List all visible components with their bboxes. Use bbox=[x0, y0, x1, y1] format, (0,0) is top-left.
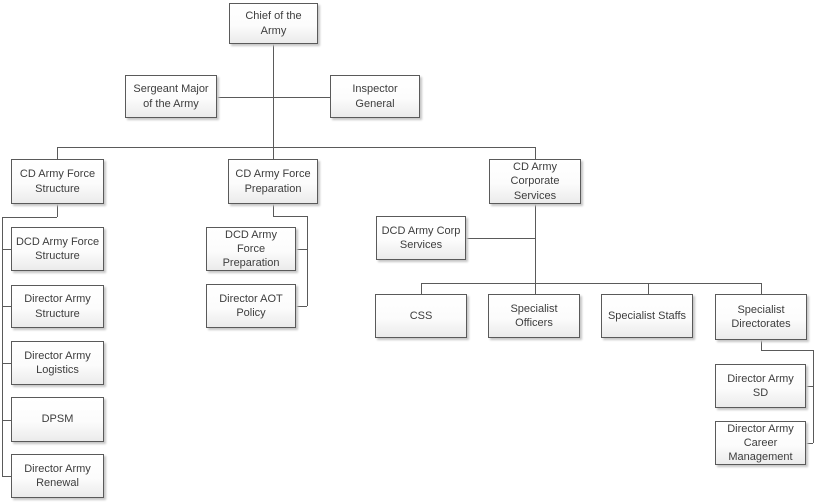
connector-line bbox=[535, 204, 536, 283]
node-label: DCD Army Force Preparation bbox=[222, 228, 280, 270]
node-label: Sergeant Major of the Army bbox=[133, 83, 209, 110]
node-director-army-renewal[interactable]: Director Army Renewal bbox=[11, 454, 104, 498]
node-label: Director Army SD bbox=[727, 372, 794, 399]
node-label: Specialist Directorates bbox=[731, 303, 791, 330]
connector-line bbox=[57, 147, 58, 159]
connector-line bbox=[273, 204, 274, 216]
connector-line bbox=[307, 216, 308, 306]
node-label: Director Army Logistics bbox=[24, 349, 91, 376]
node-label: Director AOT Policy bbox=[219, 292, 283, 319]
node-director-army-logistics[interactable]: Director Army Logistics bbox=[11, 341, 104, 385]
node-specialist-officers[interactable]: Specialist Officers bbox=[488, 294, 580, 338]
node-cd-army-force-preparation[interactable]: CD Army Force Preparation bbox=[228, 159, 318, 204]
connector-line bbox=[2, 363, 11, 364]
connector-line bbox=[2, 306, 11, 307]
connector-line bbox=[2, 217, 57, 218]
connector-line bbox=[761, 283, 762, 294]
connector-line bbox=[535, 283, 536, 294]
connector-line bbox=[2, 420, 11, 421]
connector-line bbox=[421, 283, 761, 284]
node-chief-of-the-army[interactable]: Chief of the Army bbox=[229, 3, 318, 44]
node-label: CD Army Force Structure bbox=[19, 168, 96, 195]
node-sergeant-major-of-the-army[interactable]: Sergeant Major of the Army bbox=[125, 75, 217, 118]
connector-line bbox=[2, 217, 3, 476]
connector-line bbox=[57, 204, 58, 217]
node-director-army-structure[interactable]: Director Army Structure bbox=[11, 285, 104, 328]
connector-line bbox=[648, 283, 649, 294]
node-label: CSS bbox=[409, 309, 433, 322]
connector-line bbox=[761, 340, 762, 350]
connector-line bbox=[273, 44, 274, 159]
node-director-army-career-management[interactable]: Director Army Career Management bbox=[715, 421, 806, 465]
node-label: Director Army Structure bbox=[24, 293, 91, 320]
node-label: Specialist Officers bbox=[510, 302, 558, 329]
node-specialist-staffs[interactable]: Specialist Staffs bbox=[601, 294, 693, 338]
connector-line bbox=[273, 216, 307, 217]
connector-line bbox=[296, 306, 307, 307]
connector-line bbox=[761, 350, 813, 351]
connector-line bbox=[806, 443, 813, 444]
node-cd-army-force-structure[interactable]: CD Army Force Structure bbox=[11, 159, 104, 204]
connector-line bbox=[57, 147, 536, 148]
connector-line bbox=[535, 147, 536, 160]
node-specialist-directorates[interactable]: Specialist Directorates bbox=[715, 294, 807, 340]
node-dcd-army-force-preparation[interactable]: DCD Army Force Preparation bbox=[206, 227, 296, 271]
node-label: Specialist Staffs bbox=[607, 309, 687, 322]
node-director-aot-policy[interactable]: Director AOT Policy bbox=[206, 284, 296, 328]
node-label: Director Army Renewal bbox=[24, 462, 91, 489]
node-label: Director Army Career Management bbox=[727, 422, 794, 464]
node-label: DPSM bbox=[41, 413, 74, 426]
node-label: DCD Army Corp Services bbox=[381, 224, 461, 251]
node-dpsm[interactable]: DPSM bbox=[11, 397, 104, 442]
connector-line bbox=[2, 476, 11, 477]
node-director-army-sd[interactable]: Director Army SD bbox=[715, 364, 806, 408]
node-dcd-army-corp-services[interactable]: DCD Army Corp Services bbox=[376, 216, 466, 260]
node-label: DCD Army Force Structure bbox=[15, 235, 100, 262]
connector-line bbox=[813, 350, 814, 443]
connector-line bbox=[296, 249, 307, 250]
connector-line bbox=[466, 238, 535, 239]
node-label: CD Army Corporate Services bbox=[510, 161, 560, 202]
node-css[interactable]: CSS bbox=[375, 294, 467, 338]
node-inspector-general[interactable]: Inspector General bbox=[330, 75, 420, 118]
connector-line bbox=[217, 97, 330, 98]
node-dcd-army-force-structure[interactable]: DCD Army Force Structure bbox=[11, 227, 104, 271]
node-cd-army-corporate-services[interactable]: CD Army Corporate Services bbox=[489, 159, 581, 204]
node-label: Chief of the Army bbox=[245, 10, 302, 37]
node-label: CD Army Force Preparation bbox=[235, 168, 311, 195]
node-label: Inspector General bbox=[352, 83, 398, 110]
connector-line bbox=[421, 283, 422, 294]
connector-line bbox=[806, 386, 813, 387]
connector-line bbox=[2, 249, 11, 250]
